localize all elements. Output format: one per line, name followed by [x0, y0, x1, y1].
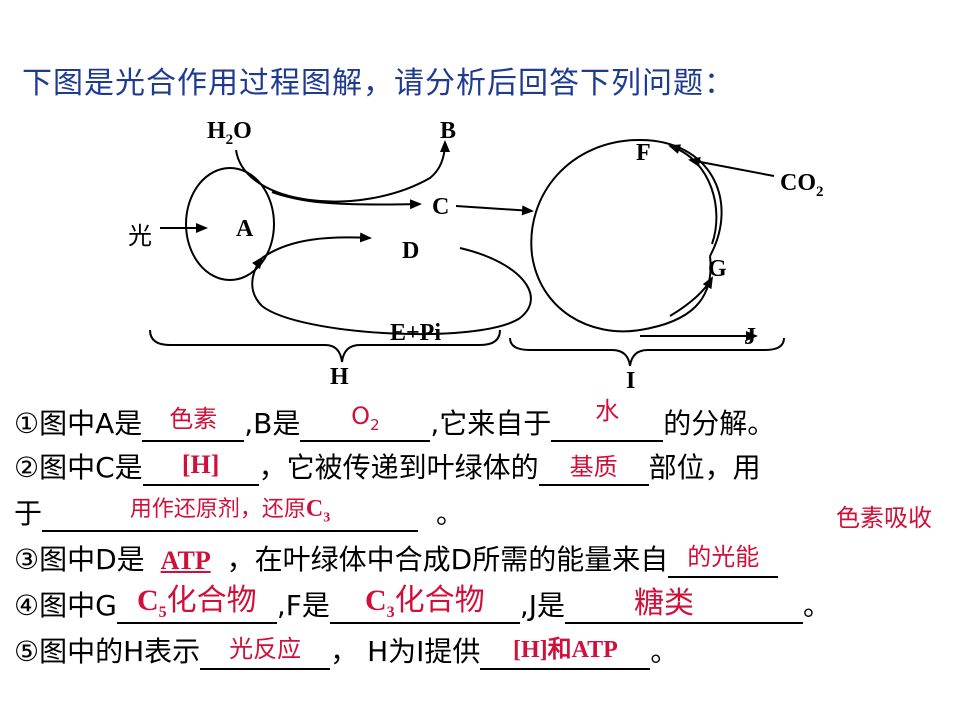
q3-answer-blank-b: 的光能 — [668, 543, 779, 578]
calvin-cycle-circle — [530, 138, 723, 333]
label-f: F — [636, 140, 651, 166]
cycle-bottom-arrow — [669, 276, 713, 317]
q1-answer-blank-b: O2 — [300, 402, 431, 442]
q4-answer-blank-a: C5化合物 — [116, 583, 277, 624]
q3-answer-line1: 色素吸收 — [836, 504, 932, 532]
label-h: H — [330, 364, 349, 390]
c-to-cycle-arrow — [455, 205, 534, 216]
question-2-continued: 于用作还原剂，还原C3。 — [14, 495, 465, 532]
label-light: 光 — [128, 222, 152, 250]
q3-answer-blank-a: ATP — [160, 546, 211, 575]
atp-loop-body — [251, 247, 532, 336]
q4-answer-blank-b: C3化合物 — [329, 583, 520, 624]
q1-answer-blank-c: 水 — [551, 397, 664, 442]
question-5: ⑤图中的H表示光反应， H为I提供[H]和ATP。 — [14, 635, 679, 670]
q2-answer-blank-a: [H] — [142, 450, 259, 486]
water-to-b-curve — [235, 140, 450, 203]
label-c: C — [432, 194, 450, 220]
co2-arrow — [688, 156, 775, 177]
question-2: ②图中C是[H]，它被传递到叶绿体的基质部位，用 — [14, 450, 761, 486]
label-a: A — [236, 216, 254, 242]
page-title: 下图是光合作用过程图解，请分析后回答下列问题： — [22, 66, 735, 101]
co2-label: CO2 — [780, 170, 824, 200]
chloroplast-thylakoid-circle — [185, 167, 275, 281]
label-b: B — [440, 118, 457, 144]
q4-answer-blank-c: 糖类 — [565, 586, 803, 624]
cycle-g-to-f-arrow — [668, 144, 718, 245]
atp-loop-top — [261, 232, 372, 259]
label-g: G — [708, 256, 727, 282]
h2o-label: H2O — [207, 118, 252, 148]
q5-answer-blank-b: [H]和ATP — [480, 637, 651, 670]
i-brace — [509, 337, 785, 367]
label-epi: E+Pi — [390, 320, 442, 346]
label-d: D — [402, 238, 420, 264]
q2-answer-blank-b: 基质 — [538, 453, 649, 486]
q2-answer-blank-c: 用作还原剂，还原C3 — [42, 496, 419, 532]
label-i: I — [626, 368, 636, 394]
label-j: J — [744, 324, 756, 350]
q1-answer-blank-a: 色素 — [142, 405, 245, 442]
h-brace — [149, 329, 501, 363]
q5-answer-blank-a: 光反应 — [200, 635, 331, 670]
to-c-line — [271, 191, 422, 210]
